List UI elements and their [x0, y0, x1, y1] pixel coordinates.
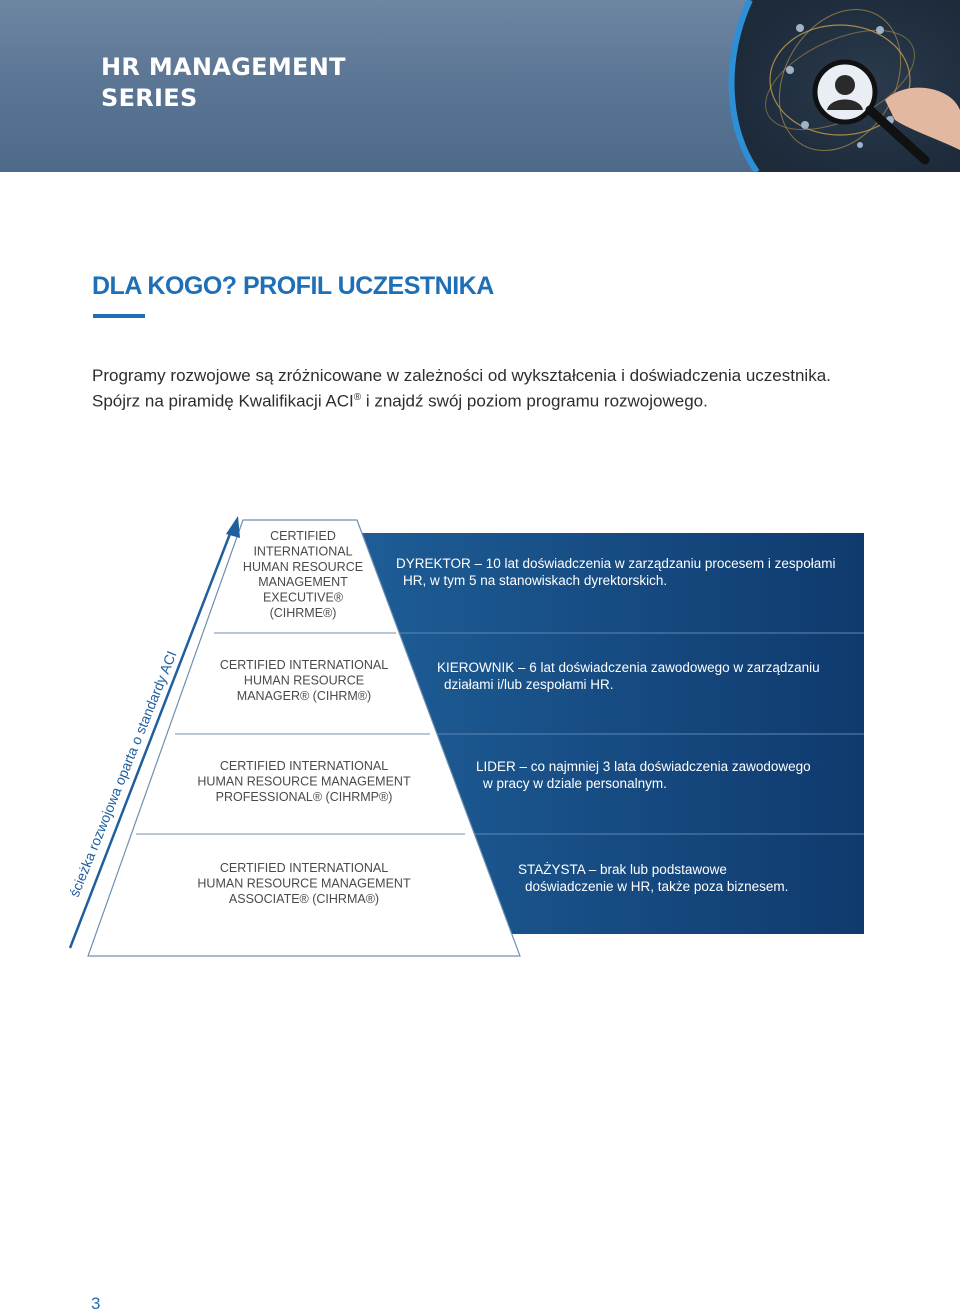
- series-title-line2: SERIES: [101, 84, 198, 112]
- intro-line-2: Spójrz na piramidę Kwalifikacji ACI® i z…: [92, 387, 892, 413]
- level-1-description-line: DYREKTOR – 10 lat doświadczenia w zarząd…: [396, 556, 835, 571]
- level-3-certification-line: PROFESSIONAL® (CIHRMP®): [216, 790, 393, 804]
- level-1-description-line: HR, w tym 5 na stanowiskach dyrektorskic…: [403, 573, 667, 588]
- registered-mark: ®: [353, 392, 362, 403]
- title-underline: [93, 314, 145, 318]
- level-2-description-line: działami i/lub zespołami HR.: [444, 677, 614, 692]
- level-1-certification-line: (CIHRME®): [270, 606, 337, 620]
- pyramid-outline: [87, 519, 521, 957]
- intro-line-2-end: i znajdź swój poziom programu rozwojoweg…: [361, 391, 708, 411]
- level-2-certification-line: MANAGER® (CIHRM®): [237, 689, 371, 703]
- development-path-arrow: [68, 525, 235, 949]
- level-1-certification-line: INTERNATIONAL: [253, 544, 352, 558]
- series-title-line1: HR MANAGEMENT: [101, 53, 346, 81]
- level-3-description-line: w pracy w dziale personalnym.: [482, 776, 667, 791]
- level-4-description-line: STAŻYSTA – brak lub podstawowe: [518, 862, 727, 877]
- intro-line-1: Programy rozwojowe są zróżnicowane w zal…: [92, 366, 831, 385]
- magnifier-people-illustration: [728, 0, 960, 172]
- level-4-description-line: doświadczenie w HR, także poza biznesem.: [525, 879, 788, 894]
- header-banner: HR MANAGEMENT SERIES: [0, 0, 960, 172]
- level-4-certification-line: HUMAN RESOURCE MANAGEMENT: [197, 877, 411, 891]
- level-2-certification-line: HUMAN RESOURCE: [244, 674, 364, 688]
- page-number: 3: [91, 1294, 101, 1313]
- section-title: DLA KOGO? PROFIL UCZESTNIKA: [92, 272, 494, 300]
- level-4-certification-line: ASSOCIATE® (CIHRMA®): [229, 892, 379, 906]
- aci-qualification-pyramid: ścieżka rozwojowa oparta o standardy ACI…: [66, 516, 864, 957]
- level-1-certification-line: MANAGEMENT: [258, 575, 348, 589]
- intro-text: Programy rozwojowe są zróżnicowane w zal…: [92, 365, 892, 413]
- level-1-certification-line: CERTIFIED: [270, 529, 336, 543]
- level-3-certification-line: CERTIFIED INTERNATIONAL: [220, 759, 388, 773]
- intro-line-2-start: Spójrz na piramidę Kwalifikacji ACI: [92, 391, 354, 411]
- level-2-certification-line: CERTIFIED INTERNATIONAL: [220, 658, 388, 672]
- level-3-certification-line: HUMAN RESOURCE MANAGEMENT: [197, 775, 411, 789]
- level-2-description-line: KIEROWNIK – 6 lat doświadczenia zawodowe…: [437, 660, 820, 675]
- level-1-certification-line: HUMAN RESOURCE: [243, 560, 363, 574]
- level-4-certification-line: CERTIFIED INTERNATIONAL: [220, 861, 388, 875]
- series-title: HR MANAGEMENT SERIES: [101, 52, 346, 114]
- level-3-description-line: LIDER – co najmniej 3 lata doświadczenia…: [476, 759, 811, 774]
- level-1-certification-line: EXECUTIVE®: [263, 591, 344, 605]
- arrow-head-icon: [226, 516, 240, 538]
